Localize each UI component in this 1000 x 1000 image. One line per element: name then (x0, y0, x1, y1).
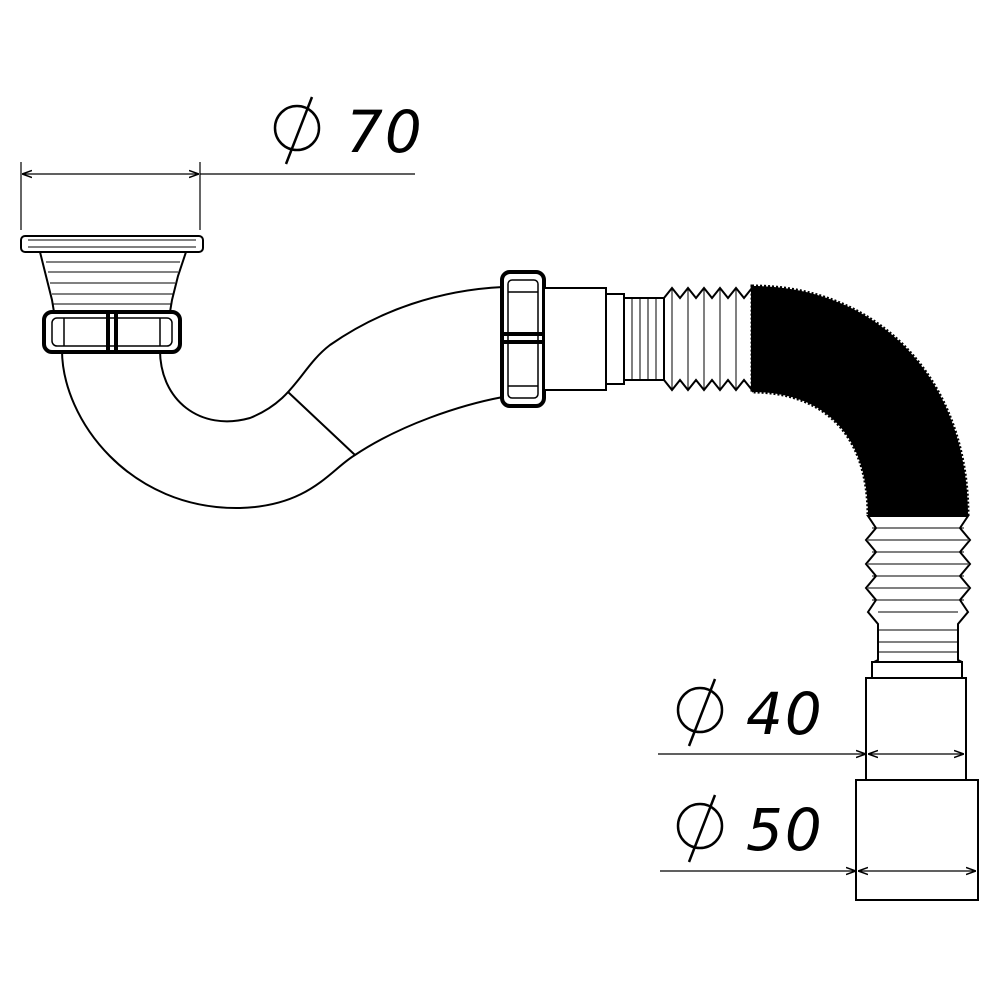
connector-sleeve (543, 287, 665, 391)
trap-union-nut (500, 270, 546, 408)
corrugated-bend (750, 284, 970, 518)
outlet-50 (855, 779, 979, 901)
dimension-40 (658, 678, 964, 754)
diameter-symbol-icon (676, 794, 724, 863)
vertical-corrugation (864, 515, 972, 679)
diameter-symbol-icon (273, 96, 321, 165)
dimension-70-label: 70 (346, 98, 424, 166)
dimension-50 (660, 794, 976, 871)
horizontal-corrugation (663, 285, 753, 393)
drain-strainer (20, 235, 204, 313)
dimension-40-label: 40 (746, 680, 824, 748)
diameter-symbol-icon (676, 678, 724, 747)
s-trap-pipe (60, 285, 504, 510)
dimension-70 (20, 96, 415, 230)
outlet-40 (865, 677, 967, 781)
dimension-50-label: 50 (746, 796, 824, 864)
strainer-union-nut (42, 310, 182, 354)
